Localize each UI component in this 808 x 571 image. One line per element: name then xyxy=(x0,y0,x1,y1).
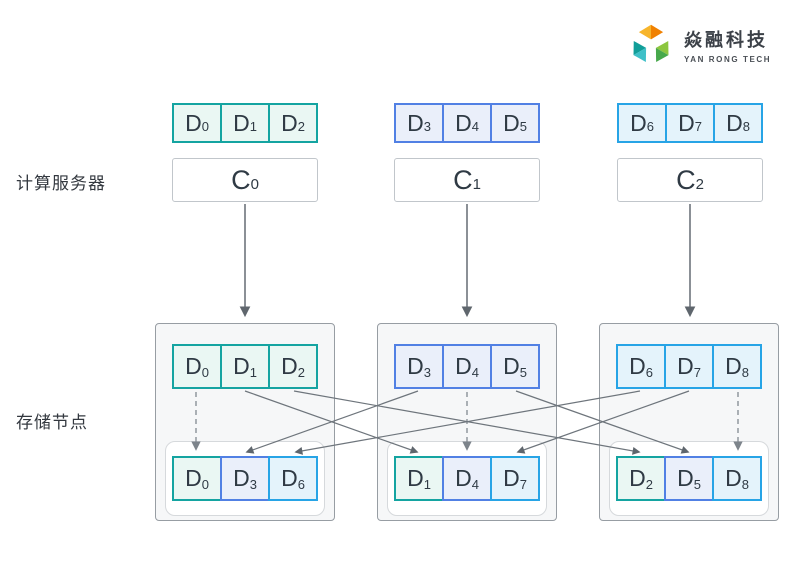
brand-logo: 焱融科技 YAN RONG TECH xyxy=(630,22,771,68)
compute-servers-label: 计算服务器 xyxy=(16,174,106,193)
brand-name: 焱融科技 xyxy=(684,30,768,50)
storage-nodes-label: 存储节点 xyxy=(16,413,88,432)
brand-name-en: YAN RONG TECH xyxy=(684,55,772,64)
yanrong-logo-icon xyxy=(633,24,669,62)
